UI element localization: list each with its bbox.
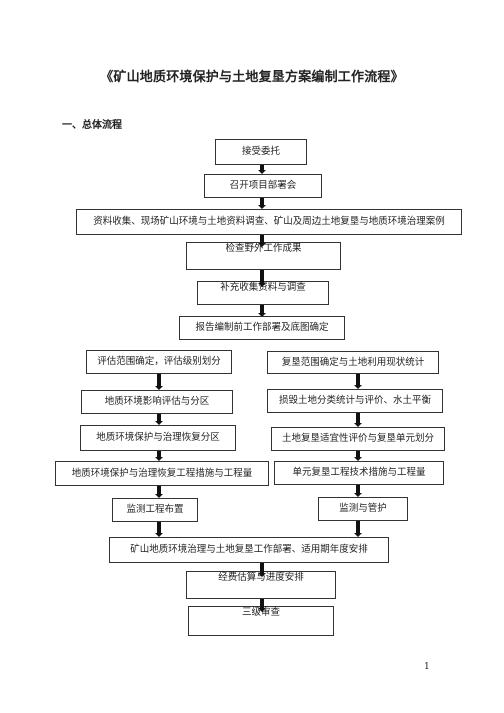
flow-arrow <box>155 374 163 390</box>
node-label: 地质环境影响评估与分区 <box>104 396 210 408</box>
flow-arrow <box>258 270 266 287</box>
node-label: 土地复垦适宜性评价与复垦单元划分 <box>281 433 434 445</box>
flow-arrow <box>354 521 362 537</box>
node-label: 复垦范围确定与土地利用现状统计 <box>281 356 425 368</box>
flow-arrow <box>258 235 266 247</box>
node-label: 召开项目部署会 <box>229 180 297 192</box>
right-node-monitoring-management: 监测与管护 <box>318 497 408 521</box>
left-node-engineering-measures: 地质环境保护与治理恢复工程措施与工程量 <box>55 461 269 486</box>
node-label: 报告编制前工作部署及底图确定 <box>195 322 329 334</box>
node-data-collection: 资料收集、现场矿山环境与土地资料调查、矿山及周边土地复垦与地质环境治理案例 <box>76 209 462 235</box>
left-node-assessment-scope: 评估范围确定，评估级别划分 <box>86 350 232 374</box>
flow-arrow <box>258 305 266 317</box>
node-work-deployment: 矿山地质环境治理与土地复垦工作部署、适用期年度安排 <box>109 537 389 563</box>
node-label: 监测工程布置 <box>126 504 184 516</box>
node-label: 资料收集、现场矿山环境与土地资料调查、矿山及周边土地复垦与地质环境治理案例 <box>93 216 445 228</box>
flow-arrow <box>155 451 163 461</box>
flow-arrow <box>155 414 163 425</box>
node-label: 评估范围确定，评估级别划分 <box>97 356 221 368</box>
flow-arrow <box>155 522 163 537</box>
node-label: 地质环境保护与治理恢复工程措施与工程量 <box>71 467 253 479</box>
flow-arrow <box>258 165 266 174</box>
flow-arrow <box>258 198 266 209</box>
flow-arrow <box>354 485 362 497</box>
flow-arrow <box>258 563 266 577</box>
node-label: 三级审查 <box>241 607 280 618</box>
flow-arrow <box>354 374 362 389</box>
right-node-unit-measures: 单元复垦工程技术措施与工程量 <box>274 461 444 485</box>
node-project-meeting: 召开项目部署会 <box>204 174 322 198</box>
node-label: 接受委托 <box>241 146 280 158</box>
node-label: 检查野外工作成果 <box>225 243 302 254</box>
left-node-impact-assessment: 地质环境影响评估与分区 <box>81 390 233 414</box>
right-node-reclamation-scope: 复垦范围确定与土地利用现状统计 <box>267 351 439 374</box>
flow-arrow <box>155 486 163 498</box>
node-label: 监测与管护 <box>339 503 387 515</box>
flow-arrow <box>354 451 362 461</box>
page-number: 1 <box>424 662 430 672</box>
node-accept-commission: 接受委托 <box>215 139 307 165</box>
node-label: 地质环境保护与治理恢复分区 <box>96 432 220 444</box>
flow-arrow <box>354 413 362 427</box>
left-node-monitoring-layout: 监测工程布置 <box>112 498 198 522</box>
left-node-protection-zoning: 地质环境保护与治理恢复分区 <box>80 425 236 451</box>
section-heading: 一、总体流程 <box>62 120 122 131</box>
node-label: 损毁土地分类统计与评价、水土平衡 <box>278 395 431 407</box>
flow-arrow <box>258 599 266 612</box>
node-label: 矿山地质环境治理与土地复垦工作部署、适用期年度安排 <box>130 544 368 556</box>
node-pre-report-deployment: 报告编制前工作部署及底图确定 <box>179 316 345 340</box>
right-node-suitability-evaluation: 土地复垦适宜性评价与复垦单元划分 <box>271 427 445 451</box>
page-title: 《矿山地质环境保护与土地复垦方案编制工作流程》 <box>100 70 404 85</box>
right-node-damaged-land-stats: 损毁土地分类统计与评价、水土平衡 <box>267 389 443 413</box>
node-label: 经费估算与进度安排 <box>218 572 304 583</box>
node-label: 补充收集资料与调查 <box>220 282 306 293</box>
node-label: 单元复垦工程技术措施与工程量 <box>292 467 426 479</box>
